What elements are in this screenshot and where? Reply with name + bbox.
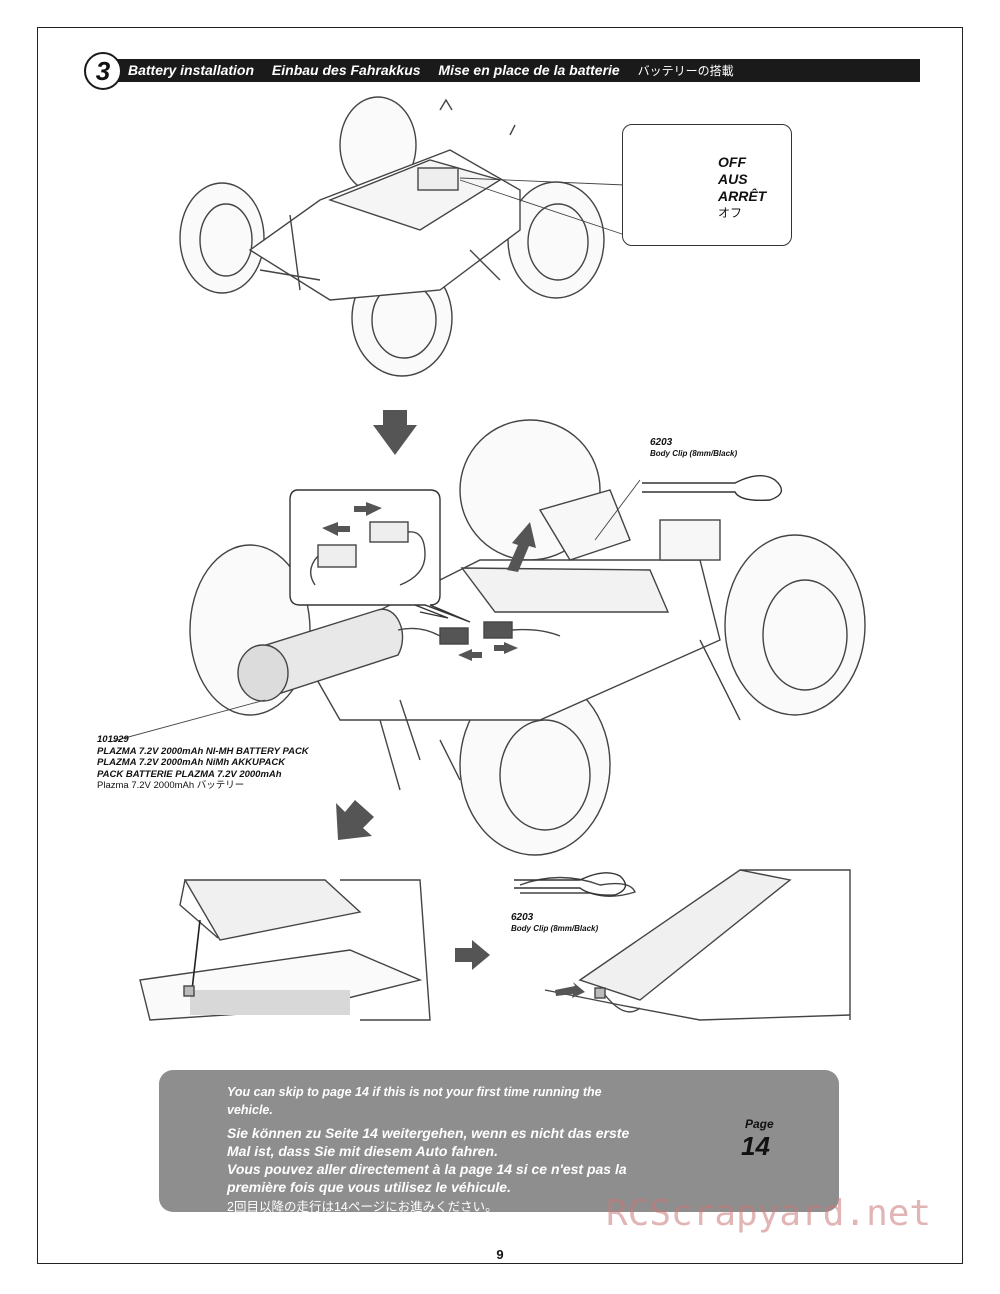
notice-fr: Vous pouvez aller directement à la page … <box>227 1161 627 1195</box>
step-title-fr: Mise en place de la batterie <box>438 62 620 78</box>
body-clip-top-drawing <box>642 475 783 502</box>
body-clip-label-bottom: 6203 Body Clip (8mm/Black) <box>511 912 598 934</box>
skip-notice-text: You can skip to page 14 if this is not y… <box>227 1083 647 1216</box>
arrow-connector-c <box>458 649 482 661</box>
notice-en: You can skip to page 14 if this is not y… <box>227 1085 602 1117</box>
switch-callout-box <box>622 124 792 246</box>
battery-name-fr: PACK BATTERIE PLAZMA 7.2V 2000mAh <box>97 768 282 780</box>
arrow-connector-a <box>322 522 350 536</box>
step-title-en: Battery installation <box>128 62 255 78</box>
step-title: Battery installation Einbau des Fahrakku… <box>128 59 748 82</box>
body-clip-bottom-drawing <box>514 872 627 896</box>
step-number: 3 <box>84 52 122 90</box>
battery-insert-detail <box>139 879 431 1021</box>
arrow-clip-insert <box>555 982 585 998</box>
switch-off-fr: ARRÊT <box>718 188 767 204</box>
arrow-lift-battery <box>507 522 536 572</box>
page-border <box>37 27 963 1264</box>
step-title-jp: バッテリーの搭載 <box>637 64 734 78</box>
switch-off-jp: オフ <box>718 206 743 220</box>
body-clip-label-top: 6203 Body Clip (8mm/Black) <box>650 437 737 459</box>
arrow-connector-b <box>354 502 382 516</box>
battery-part-label: 101929 PLAZMA 7.2V 2000mAh NI-MH BATTERY… <box>97 734 309 792</box>
arrow-right-bottom <box>455 940 490 970</box>
watermark: RCScrapyard.net <box>606 1193 932 1234</box>
arrow-down-2 <box>336 800 374 840</box>
switch-off-labels: OFF AUS ARRÊT オフ <box>718 154 766 222</box>
battery-secured-detail <box>519 869 851 1021</box>
switch-off-en: OFF <box>718 154 746 170</box>
notice-jp: 2回目以降の走行は14ページにお進みください。 <box>227 1200 498 1214</box>
battery-name-en: PLAZMA 7.2V 2000mAh NI-MH BATTERY PACK <box>97 745 309 757</box>
notice-de: Sie können zu Seite 14 weitergehen, wenn… <box>227 1125 630 1159</box>
page-ref-word: Page <box>745 1117 774 1131</box>
battery-name-jp: Plazma 7.2V 2000mAh バッテリー <box>97 780 245 791</box>
truck-top-illustration <box>179 96 626 377</box>
arrow-down-1 <box>373 410 417 455</box>
body-clip-name: Body Clip (8mm/Black) <box>650 449 738 458</box>
page-number: 9 <box>496 1247 504 1262</box>
battery-code: 101929 <box>97 734 129 745</box>
connector-detail-callout <box>289 489 471 623</box>
battery-name-de: PLAZMA 7.2V 2000mAh NiMh AKKUPACK <box>97 757 286 768</box>
step-header-bar <box>92 59 920 82</box>
body-clip-code: 6203 <box>650 437 673 448</box>
arrow-connector-d <box>494 642 518 654</box>
step-title-de: Einbau des Fahrakkus <box>271 62 421 78</box>
body-clip-code: 6203 <box>511 912 534 923</box>
body-clip-name: Body Clip (8mm/Black) <box>511 924 599 933</box>
switch-off-de: AUS <box>718 171 748 187</box>
skip-notice-box <box>159 1070 839 1212</box>
page-ref-number: 14 <box>741 1131 770 1161</box>
